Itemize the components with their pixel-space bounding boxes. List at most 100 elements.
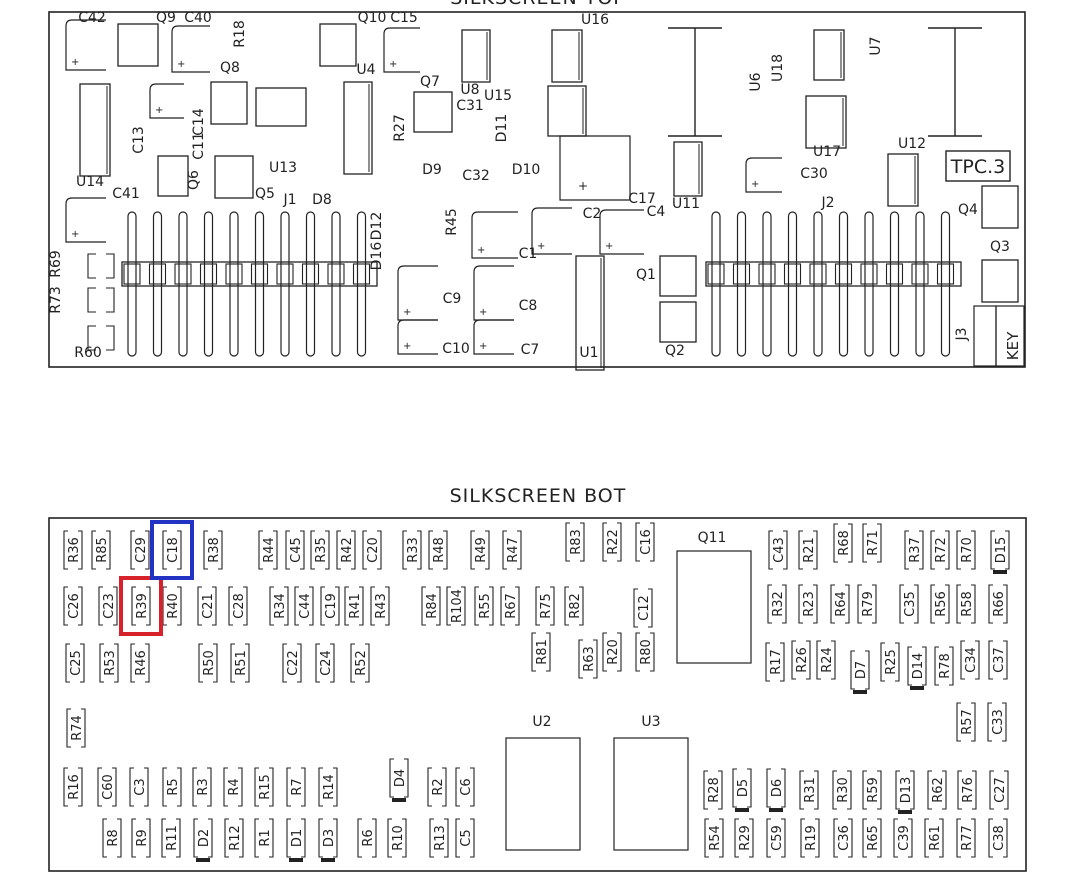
bot-label-r75: R75	[539, 593, 554, 619]
bot-label-r23: R23	[802, 591, 817, 617]
bot-label-r104: R104	[450, 589, 465, 623]
footprint-d5-right	[747, 768, 752, 808]
bot-label-r19: R19	[804, 825, 819, 851]
top-label-u13: U13	[269, 160, 297, 176]
footprint-r48-left	[428, 530, 433, 570]
footprint-c59-right	[781, 818, 786, 858]
footprint-r41-left	[344, 586, 349, 626]
footprint-r6-left	[357, 818, 362, 858]
j1-shroud	[121, 261, 378, 287]
bot-label-r44: R44	[262, 537, 277, 563]
bot-label-c23: C23	[102, 593, 117, 619]
j1-pin-pad	[301, 263, 320, 285]
footprint-d2-left	[193, 818, 198, 858]
footprint-c36-right	[848, 818, 853, 858]
bot-label-d4: D4	[393, 769, 408, 787]
c10-body	[397, 319, 438, 355]
footprint-c37-left	[988, 640, 993, 680]
footprint-r66-right	[1003, 584, 1008, 624]
footprint-r62-right	[942, 770, 947, 810]
footprint-r72-right	[945, 530, 950, 570]
c15-body	[383, 27, 420, 73]
footprint-r79-right	[872, 584, 877, 624]
top-label-u18: U18	[770, 54, 786, 82]
footprint-c37-right	[1003, 640, 1008, 680]
bot-label-r15: R15	[258, 774, 273, 800]
c14-body-plus: +	[155, 105, 163, 116]
footprint-r30-left	[832, 770, 837, 810]
c4-body	[599, 209, 644, 255]
footprint-c24-left	[315, 643, 320, 683]
footprint-r26-right	[806, 640, 811, 680]
q9-body	[117, 23, 159, 67]
bot-label-c26: C26	[67, 593, 82, 619]
footprint-r12-left	[224, 818, 229, 858]
bot-label-r30: R30	[836, 777, 851, 803]
bot-label-r47: R47	[506, 537, 521, 563]
footprint-r67-left	[500, 586, 505, 626]
footprint-r34-left	[269, 586, 274, 626]
footprint-c26-right	[78, 586, 83, 626]
footprint-d15-right	[1005, 530, 1010, 570]
top-label-c41: C41	[112, 186, 140, 202]
footprint-r68-left	[833, 523, 838, 563]
c8-body-plus: +	[479, 307, 487, 318]
bot-label-r14: R14	[322, 774, 337, 800]
u2-outline	[505, 737, 581, 851]
footprint-r31-right	[814, 770, 819, 810]
footprint-r63-left	[578, 639, 583, 679]
footprint-r40-right	[177, 586, 182, 626]
top-label-u17: U17	[813, 144, 841, 160]
j2-pin-pad	[783, 263, 802, 285]
c9-body-plus: +	[403, 307, 411, 318]
footprint-c35-right	[914, 584, 919, 624]
top-label-u14: U14	[76, 174, 104, 190]
bot-label-r3: R3	[196, 778, 211, 795]
top-label-q4: Q4	[958, 202, 978, 218]
footprint-r6-right	[372, 818, 377, 858]
bot-label-c38: C38	[992, 825, 1007, 851]
u16-body	[551, 29, 583, 83]
d10-plus: +	[578, 179, 588, 193]
bot-label-d1: D1	[290, 829, 305, 847]
resistor-bracket-1	[87, 287, 115, 313]
diode-band-d4	[392, 798, 406, 802]
j1-pin-pad	[327, 263, 345, 285]
footprint-r70-left	[956, 530, 961, 570]
diode-band-d7	[853, 690, 867, 694]
footprint-r34-right	[284, 586, 289, 626]
footprint-r53-left	[99, 643, 104, 683]
diode-band-d2	[196, 858, 210, 862]
footprint-c26-left	[63, 586, 68, 626]
footprint-r47-right	[517, 530, 522, 570]
footprint-r41-right	[359, 586, 364, 626]
bot-label-r82: R82	[568, 593, 583, 619]
c1-body-plus: +	[477, 245, 485, 256]
u8-body	[461, 29, 491, 83]
bot-label-r40: R40	[166, 593, 181, 619]
footprint-r83-left	[565, 522, 570, 562]
j2-pin-pad	[860, 263, 878, 285]
footprint-r9-left	[131, 818, 136, 858]
footprint-r51-left	[230, 643, 235, 683]
top-label-c9: C9	[443, 291, 462, 307]
footprint-r55-left	[474, 586, 479, 626]
u11-body	[673, 141, 703, 197]
bot-label-r66: R66	[992, 591, 1007, 617]
bot-label-r20: R20	[606, 639, 621, 665]
footprint-r79-left	[857, 584, 862, 624]
bot-label-r72: R72	[934, 537, 949, 563]
q5-body	[214, 155, 254, 199]
footprint-r58-left	[956, 584, 961, 624]
footprint-d6-left	[766, 768, 771, 808]
footprint-r10-left	[387, 818, 392, 858]
footprint-r3-right	[207, 767, 212, 807]
bot-label-c3: C3	[133, 778, 148, 795]
footprint-c38-left	[988, 818, 993, 858]
footprint-r84-right	[436, 586, 441, 626]
footprint-r46-right	[145, 643, 150, 683]
footprint-c18-left	[162, 530, 167, 570]
top-label-c2: C2	[583, 206, 602, 222]
footprint-r30-right	[847, 770, 852, 810]
